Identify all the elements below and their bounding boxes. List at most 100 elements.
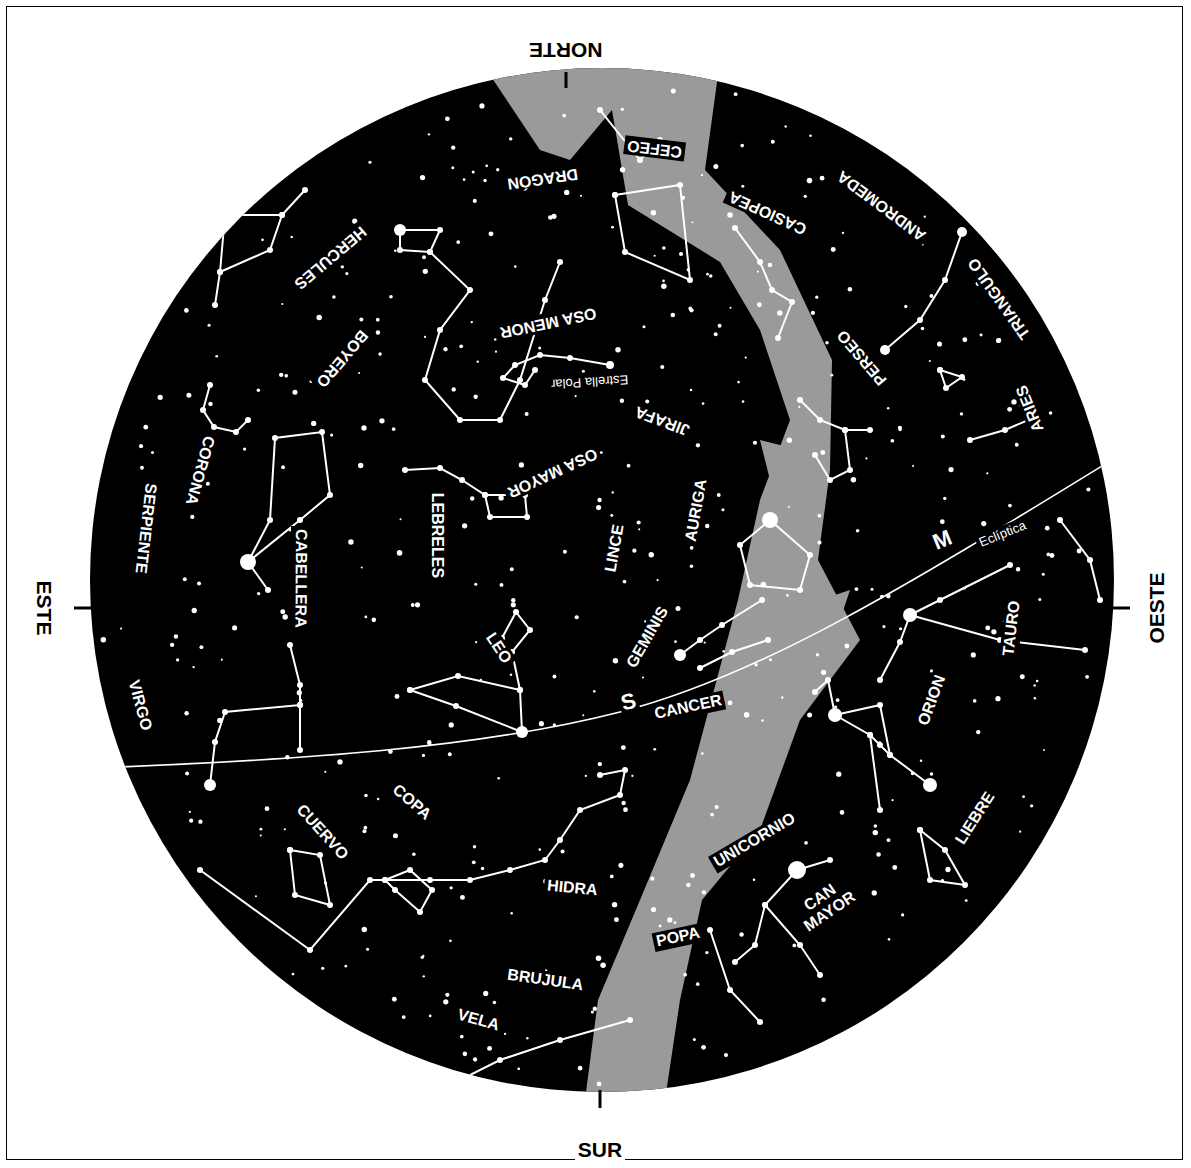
star xyxy=(877,742,883,748)
star xyxy=(827,857,833,863)
star xyxy=(709,274,713,278)
star xyxy=(899,627,902,630)
star xyxy=(217,718,222,723)
star xyxy=(937,367,943,373)
star xyxy=(654,255,656,257)
star xyxy=(389,295,393,299)
star xyxy=(771,140,775,144)
star xyxy=(704,641,706,643)
star xyxy=(299,699,302,702)
star xyxy=(292,390,297,395)
star xyxy=(578,1066,583,1071)
star xyxy=(443,347,447,351)
star xyxy=(485,164,488,167)
star xyxy=(151,451,154,454)
star xyxy=(362,927,367,932)
star xyxy=(427,249,433,255)
star xyxy=(821,670,826,675)
star xyxy=(945,867,950,872)
constellation-line xyxy=(700,640,768,668)
star xyxy=(1008,504,1012,508)
star xyxy=(721,508,724,511)
star xyxy=(472,860,476,864)
star xyxy=(451,145,455,149)
star xyxy=(517,1067,520,1070)
star xyxy=(208,324,211,327)
star xyxy=(971,652,976,657)
star xyxy=(1045,526,1050,531)
star xyxy=(378,352,382,356)
star xyxy=(842,232,844,234)
constellation-label: CABELLERA xyxy=(290,526,309,631)
star xyxy=(471,321,473,323)
star xyxy=(690,873,695,878)
star xyxy=(577,807,583,813)
star xyxy=(920,760,923,763)
star xyxy=(567,355,573,361)
constellation-line xyxy=(425,252,560,420)
star xyxy=(962,882,968,888)
star xyxy=(1007,562,1013,568)
star xyxy=(937,597,943,603)
star xyxy=(943,385,949,391)
star xyxy=(400,518,402,520)
star xyxy=(598,762,602,766)
star xyxy=(820,176,825,181)
star xyxy=(660,365,664,369)
star xyxy=(596,505,601,510)
star xyxy=(392,997,397,1002)
star xyxy=(807,712,812,717)
star xyxy=(245,417,251,423)
star xyxy=(777,310,782,315)
star xyxy=(261,239,264,242)
star xyxy=(319,429,325,435)
star xyxy=(337,759,342,764)
star xyxy=(1002,427,1008,433)
star xyxy=(696,443,700,447)
star xyxy=(820,450,825,455)
star xyxy=(206,482,210,486)
star xyxy=(222,212,228,218)
star xyxy=(364,794,368,798)
star xyxy=(651,210,656,215)
star xyxy=(452,387,456,391)
star xyxy=(358,372,360,374)
star xyxy=(981,521,986,526)
star xyxy=(912,465,914,467)
star xyxy=(460,895,465,900)
star xyxy=(942,277,948,283)
star xyxy=(729,649,735,655)
star xyxy=(140,466,144,470)
star xyxy=(701,174,703,176)
star xyxy=(189,819,193,823)
star xyxy=(847,467,853,473)
star xyxy=(260,835,262,837)
star xyxy=(259,828,262,831)
star xyxy=(921,327,925,331)
star xyxy=(898,428,901,431)
star xyxy=(887,752,893,758)
star xyxy=(560,849,564,853)
star xyxy=(645,399,649,403)
star xyxy=(613,658,618,663)
star xyxy=(903,608,917,622)
star xyxy=(842,427,848,433)
constellation-line xyxy=(410,690,522,732)
star xyxy=(650,877,654,881)
star xyxy=(638,528,640,530)
star xyxy=(1086,487,1090,491)
star xyxy=(475,641,477,643)
star xyxy=(281,465,285,469)
star xyxy=(511,598,515,602)
star xyxy=(348,539,353,544)
star xyxy=(553,723,556,726)
star xyxy=(659,924,662,927)
star xyxy=(683,973,687,977)
star xyxy=(690,389,693,392)
star xyxy=(995,696,1000,701)
star xyxy=(1016,567,1020,571)
star xyxy=(257,388,261,392)
star xyxy=(437,465,443,471)
star xyxy=(487,1046,492,1051)
star xyxy=(717,493,721,497)
